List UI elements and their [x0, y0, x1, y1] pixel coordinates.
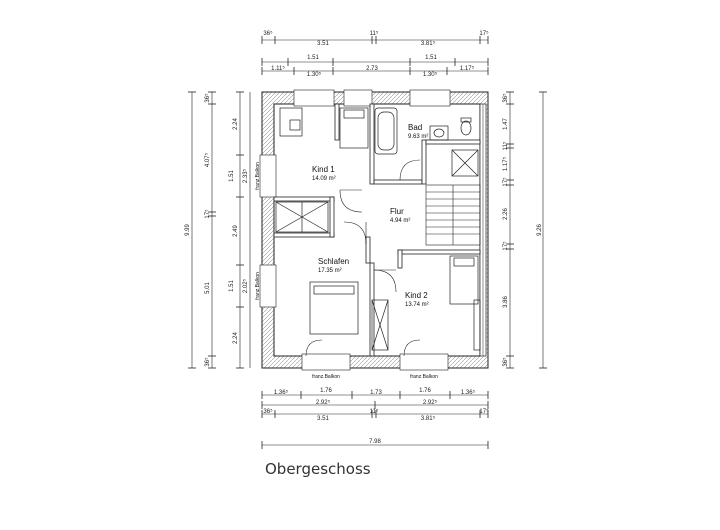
dim-right1-6: 17⁵: [502, 241, 509, 251]
dim-top1-2: 11⁵: [370, 30, 379, 37]
dim-left2-4: 2.24: [233, 332, 239, 344]
shower: [451, 149, 479, 177]
dim-right1-2: 11⁵: [502, 141, 509, 150]
dim-left2-3: 1.51: [229, 280, 235, 292]
balcony-label-left-top: franz.Balkon: [255, 162, 261, 190]
dimension-labels: 36⁵ 3.51 11⁵ 3.81⁵ 17⁵ 1.51 1.51 1.11⁵ 1…: [185, 30, 543, 445]
dim-right-total: 9.26: [537, 224, 543, 236]
floor-caption: Obergeschoss: [265, 460, 371, 478]
bed-kind1: [339, 107, 369, 149]
dim-left1-2: 17⁵: [204, 209, 211, 219]
dim-bottom-total: 7.98: [369, 439, 381, 445]
sink: [429, 125, 449, 141]
dimension-ticks: [188, 36, 547, 449]
dim-bot1-4: 1.36⁵: [461, 389, 476, 396]
dim-top3-0: 1.11⁵: [271, 65, 285, 72]
desk: [279, 107, 303, 137]
dim-right1-8: 36⁵: [502, 357, 509, 367]
room-flur-area: 4.94 m²: [390, 218, 410, 224]
dim-bot3-0: 36⁵: [263, 408, 273, 415]
room-kind1-name: Kind 1: [312, 165, 335, 174]
balcony-label-bottom-left: franz.Balkon: [312, 374, 340, 380]
dim-left1-0: 36⁵: [204, 93, 211, 103]
bathtub: [374, 107, 398, 155]
dim-bot1-1: 1.76: [320, 388, 332, 394]
dim-top1-0: 36⁵: [263, 30, 273, 37]
dim-bot1-2: 1.73: [370, 390, 382, 396]
toilet-icon: [460, 120, 472, 136]
room-labels: Kind 1 14.09 m² Bad 9.63 m² Flur 4.94 m²…: [312, 123, 429, 308]
dim-bot3-4: 17⁵: [479, 408, 489, 415]
dim-top1-3: 3.81⁵: [421, 40, 436, 47]
dim-top3-2: 2.73: [366, 66, 378, 72]
dim-top2-1: 1.51: [425, 55, 437, 61]
chair: [289, 119, 301, 131]
dim-left3-0: 2.33⁵: [242, 168, 249, 183]
dim-left2-0: 2.24: [233, 118, 239, 130]
dim-top1-4: 17⁵: [479, 30, 489, 37]
dim-bot2-1: 2.92⁵: [423, 399, 438, 406]
dim-top1-1: 3.51: [317, 41, 329, 47]
dim-left2-1: 1.51: [229, 170, 235, 182]
dim-left3-1: 2.02⁵: [242, 278, 249, 293]
dim-right1-0: 36⁵: [502, 93, 509, 103]
dim-right1-4: 17⁵: [502, 177, 509, 187]
dim-left1-4: 36⁵: [204, 357, 211, 367]
room-bad-name: Bad: [408, 123, 422, 132]
dim-bot3-3: 3.81⁵: [421, 415, 436, 422]
room-flur-name: Flur: [390, 207, 404, 216]
dim-right1-5: 2.26: [503, 208, 509, 220]
dim-top3-3: 1.30⁵: [423, 71, 438, 78]
room-kind2-name: Kind 2: [405, 291, 428, 300]
room-kind1-area: 14.09 m²: [312, 176, 336, 182]
room-kind2-area: 13.74 m²: [405, 302, 429, 308]
walls: [259, 89, 489, 371]
dim-right1-7: 3.86: [503, 296, 509, 308]
dim-right1-3: 1.17⁵: [502, 156, 509, 171]
furniture: [275, 107, 481, 351]
balcony-label-left-bottom: franz.Balkon: [255, 272, 261, 300]
dim-top3-1: 1.30⁵: [307, 71, 322, 78]
dim-bot2-0: 2.92⁵: [316, 399, 331, 406]
room-bad-area: 9.63 m²: [408, 134, 428, 140]
dim-bot3-1: 3.51: [317, 416, 329, 422]
dim-left2-2: 2.49: [233, 225, 239, 237]
dim-bot3-2: 11⁵: [370, 408, 379, 415]
bed-schlafen: [309, 281, 359, 335]
doors: [305, 159, 421, 357]
staircase: [425, 184, 481, 246]
dim-top2-0: 1.51: [307, 55, 319, 61]
dim-left1-3: 5.01: [205, 282, 211, 294]
bed-kind2: [449, 255, 479, 305]
dim-right1-1: 1.47: [503, 118, 509, 130]
dim-left-total: 9.99: [185, 224, 191, 236]
dim-left1-1: 4.07⁵: [204, 152, 211, 167]
room-schlafen-area: 17.35 m²: [318, 268, 342, 274]
balcony-label-bottom-right: franz.Balkon: [410, 374, 438, 380]
balcony-labels: franz.Balkon franz.Balkon franz.Balkon f…: [255, 162, 438, 380]
room-schlafen-name: Schlafen: [318, 257, 349, 266]
dim-bot1-0: 1.36⁵: [274, 389, 289, 396]
dim-bot1-3: 1.76: [419, 388, 431, 394]
dim-top3-4: 1.17⁵: [460, 65, 475, 72]
